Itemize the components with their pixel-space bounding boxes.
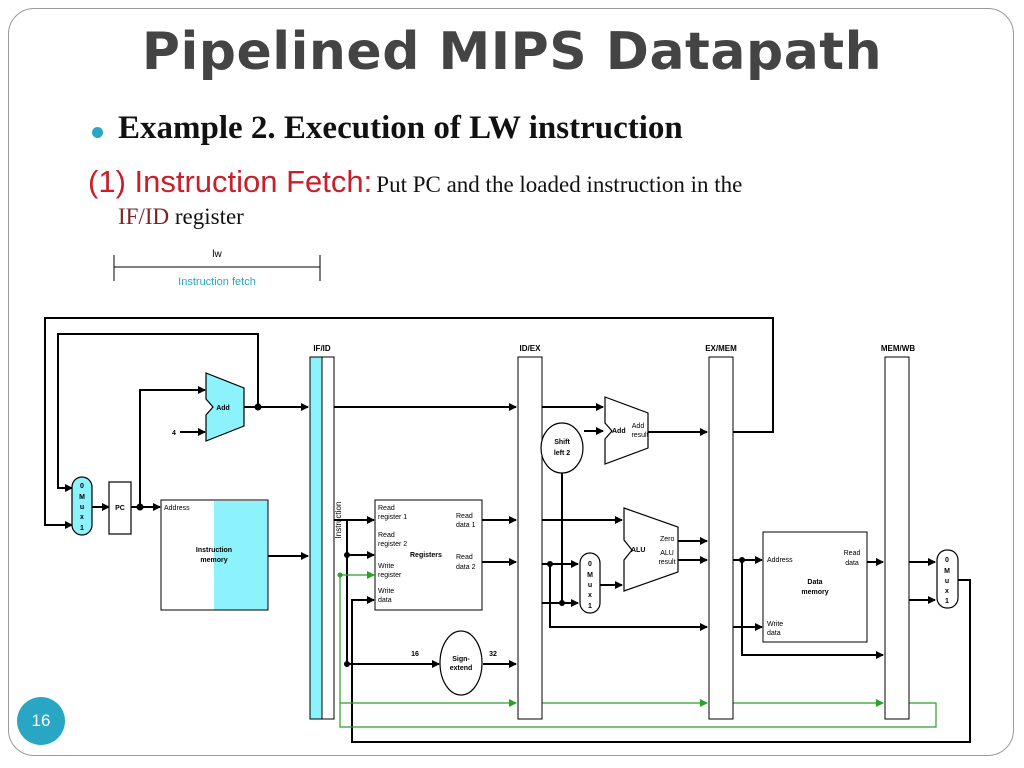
page-number: 16 — [17, 697, 65, 745]
timeline-stage: Instruction fetch — [178, 276, 256, 288]
svg-text:data 1: data 1 — [456, 522, 476, 529]
stage-timeline: lw Instruction fetch — [113, 249, 321, 288]
memwb-label: MEM/WB — [881, 344, 915, 353]
idex-label: ID/EX — [520, 344, 542, 353]
timeline-instruction: lw — [212, 249, 222, 260]
write-register-path — [339, 571, 937, 728]
svg-text:16: 16 — [411, 651, 419, 658]
svg-text:register: register — [378, 572, 402, 579]
svg-text:ALU: ALU — [631, 547, 645, 554]
svg-text:result: result — [631, 432, 648, 439]
pc-register: PC — [108, 481, 132, 535]
svg-text:PC: PC — [115, 505, 125, 512]
pc-mux: 0 M u x 1 — [71, 476, 93, 536]
svg-text:data: data — [845, 560, 859, 567]
add-constant-4: 4 — [172, 430, 176, 437]
step-register-name: IF/ID — [118, 204, 170, 229]
svg-text:Read: Read — [456, 513, 473, 520]
svg-text:u: u — [80, 504, 84, 511]
svg-text:Address: Address — [164, 505, 190, 512]
data-memory: Address Read data Write data Data memory — [762, 531, 868, 643]
svg-text:Add: Add — [216, 405, 230, 412]
svg-text:Zero: Zero — [660, 536, 675, 543]
svg-text:left 2: left 2 — [554, 450, 570, 457]
svg-text:ALU: ALU — [660, 550, 674, 557]
step-line: (1) Instruction Fetch: Put PC and the lo… — [88, 164, 742, 200]
datapath-wires — [44, 317, 971, 743]
svg-text:memory: memory — [200, 557, 227, 564]
svg-text:Shift: Shift — [554, 439, 570, 446]
svg-text:memory: memory — [801, 589, 828, 596]
svg-text:x: x — [945, 588, 949, 595]
exmem-label: EX/MEM — [705, 344, 737, 353]
svg-text:Write: Write — [767, 621, 783, 628]
svg-text:x: x — [588, 592, 592, 599]
pc-adder: Add — [205, 372, 245, 442]
svg-text:32: 32 — [489, 651, 497, 658]
memwb-register — [884, 356, 910, 720]
svg-text:M: M — [944, 568, 950, 575]
svg-text:1: 1 — [945, 598, 949, 605]
svg-text:Write: Write — [378, 563, 394, 570]
register-file: Read register 1 Read register 2 Write re… — [374, 499, 483, 611]
idex-register — [517, 356, 543, 720]
svg-text:extend: extend — [450, 665, 473, 672]
svg-text:data 2: data 2 — [456, 564, 476, 571]
step-label: (1) Instruction Fetch: — [88, 164, 373, 199]
svg-text:0: 0 — [588, 561, 592, 568]
branch-adder: Add Add result — [604, 396, 649, 465]
svg-text:0: 0 — [945, 557, 949, 564]
svg-text:1: 1 — [80, 525, 84, 532]
junction-dots — [136, 403, 745, 667]
svg-text:u: u — [945, 578, 949, 585]
svg-text:result: result — [658, 559, 675, 566]
sign-extend: Sign- extend 16 32 — [411, 630, 497, 696]
svg-text:Add: Add — [632, 423, 645, 430]
shift-left-2: Shift left 2 — [540, 422, 584, 474]
svg-text:Address: Address — [767, 557, 793, 564]
svg-text:Read: Read — [378, 532, 395, 539]
svg-text:register 1: register 1 — [378, 514, 407, 521]
instruction-label: Instruction — [334, 502, 343, 539]
bullet-icon — [92, 127, 103, 138]
svg-text:Read: Read — [378, 505, 395, 512]
exmem-register — [708, 356, 734, 720]
svg-text:Read: Read — [456, 554, 473, 561]
svg-text:data: data — [767, 630, 781, 637]
svg-text:M: M — [587, 572, 593, 579]
svg-text:Registers: Registers — [410, 552, 442, 559]
svg-text:Data: Data — [807, 579, 822, 586]
svg-text:M: M — [79, 494, 85, 501]
svg-text:1: 1 — [588, 603, 592, 610]
svg-text:Read: Read — [844, 550, 861, 557]
svg-text:x: x — [80, 514, 84, 521]
svg-text:register 2: register 2 — [378, 541, 407, 548]
svg-text:Sign-: Sign- — [452, 656, 470, 663]
svg-text:Instruction: Instruction — [196, 547, 232, 554]
ifid-register-right — [321, 356, 335, 720]
step-register-word: register — [174, 204, 244, 229]
writeback-mux: 0 M u x 1 — [936, 549, 959, 609]
step-description: Put PC and the loaded instruction in the — [376, 172, 743, 197]
svg-text:0: 0 — [80, 483, 84, 490]
instruction-memory: Address Instruction memory — [160, 499, 269, 611]
svg-text:data: data — [378, 597, 392, 604]
svg-text:Add: Add — [612, 428, 626, 435]
svg-text:Write: Write — [378, 588, 394, 595]
slide-title: Pipelined MIPS Datapath — [141, 22, 883, 82]
alu-mux: 0 M u x 1 — [579, 552, 601, 614]
step-line-2: IF/ID register — [118, 204, 244, 230]
svg-text:u: u — [588, 582, 592, 589]
alu: ALU Zero ALU result — [623, 507, 679, 592]
ifid-label: IF/ID — [313, 344, 331, 353]
bullet-text: Example 2. Execution of LW instruction — [118, 110, 683, 146]
